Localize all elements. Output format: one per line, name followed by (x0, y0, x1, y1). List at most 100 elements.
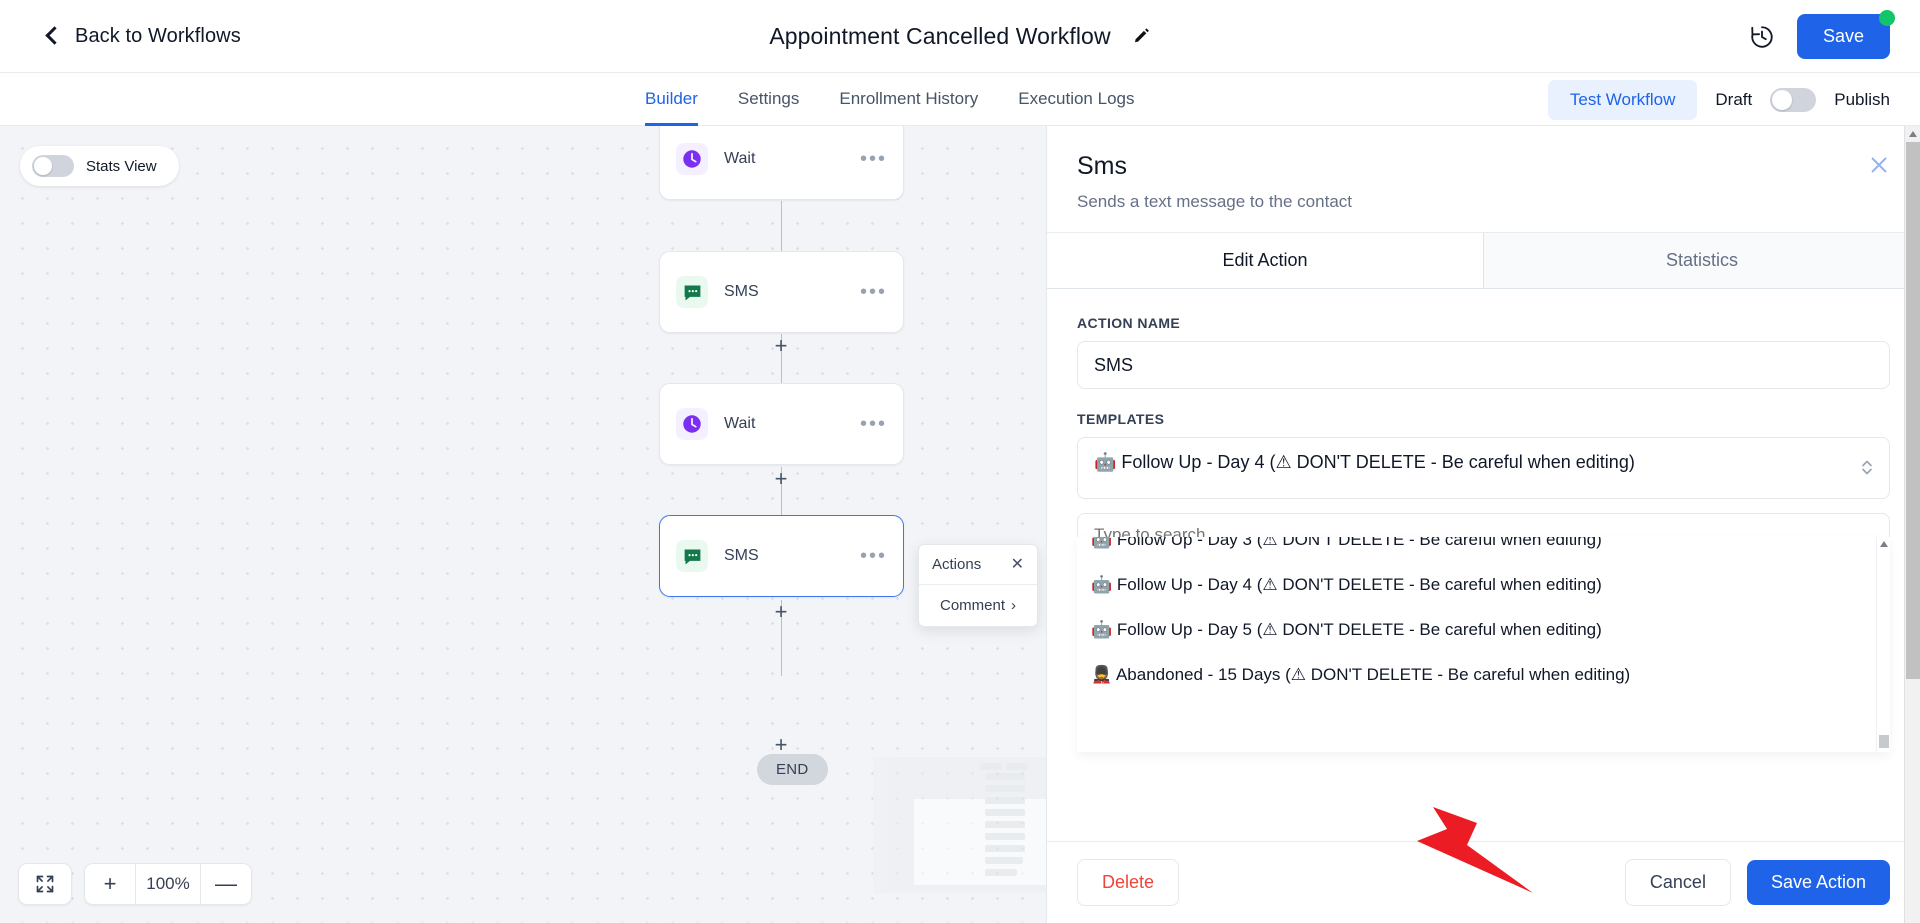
chevron-updown-icon (1861, 458, 1873, 479)
node-sms-1[interactable]: SMS ••• (659, 251, 904, 333)
template-option[interactable]: 🤖 Follow Up - Day 3 (⚠ DON'T DELETE - Be… (1091, 537, 1602, 549)
template-option[interactable]: 🤖 Follow Up - Day 5 (⚠ DON'T DELETE - Be… (1091, 619, 1602, 639)
tab-bar-actions: Test Workflow Draft Publish (1547, 73, 1890, 126)
node-label: Wait (724, 415, 756, 432)
skeleton-bar (985, 845, 1025, 852)
page-scroll-thumb[interactable] (1906, 142, 1920, 679)
template-option[interactable]: 🤖 Follow Up - Day 4 (⚠ DON'T DELETE - Be… (1091, 574, 1602, 594)
chevron-right-icon: › (1011, 597, 1017, 614)
chevron-left-icon (45, 26, 64, 45)
tab-edit-action[interactable]: Edit Action (1047, 233, 1483, 288)
close-icon[interactable] (1868, 154, 1890, 176)
test-workflow-button[interactable]: Test Workflow (1547, 79, 1698, 120)
add-step-button-3[interactable]: + (774, 599, 788, 624)
skeleton-bar (1006, 763, 1028, 770)
save-button[interactable]: Save (1796, 14, 1890, 59)
end-node: END (757, 754, 828, 785)
tab-enrollment-history[interactable]: Enrollment History (839, 89, 979, 108)
zoom-out-button[interactable]: — (201, 863, 251, 905)
fit-screen-icon[interactable] (19, 863, 71, 905)
tab-settings[interactable]: Settings (737, 89, 800, 108)
templates-label: TEMPLATES (1077, 411, 1165, 427)
stats-view-label: Stats View (86, 157, 157, 175)
history-clock-icon[interactable] (1749, 24, 1775, 50)
page-scrollbar[interactable] (1904, 126, 1920, 923)
stats-view-switch[interactable] (32, 155, 74, 177)
tab-builder[interactable]: Builder (645, 89, 698, 126)
dropdown-scroll-thumb[interactable] (1879, 735, 1889, 748)
draft-label: Draft (1715, 89, 1753, 109)
template-dropdown-list[interactable]: 🤖 Follow Up - Day 3 (⚠ DON'T DELETE - Be… (1077, 537, 1890, 752)
actions-popup: Actions ✕ Comment › (918, 544, 1038, 627)
template-option[interactable]: 💂 Abandoned - 15 Days (⚠ DON'T DELETE - … (1091, 664, 1631, 684)
actions-popup-item-comment[interactable]: Comment › (919, 585, 1037, 626)
divider (135, 863, 136, 905)
actions-popup-header: Actions ✕ (919, 545, 1037, 585)
node-wait-1[interactable]: Wait ••• (659, 126, 904, 200)
action-name-input[interactable] (1077, 341, 1890, 389)
skeleton-bar (985, 821, 1025, 828)
stats-view-switch-knob (34, 157, 52, 175)
skeleton-bar (985, 797, 1025, 804)
clock-icon (676, 143, 708, 175)
panel-subtitle: Sends a text message to the contact (1077, 192, 1352, 211)
zoom-in-button[interactable]: + (85, 863, 135, 905)
back-to-workflows-link[interactable]: Back to Workflows (45, 24, 241, 48)
node-menu-icon[interactable]: ••• (859, 413, 887, 435)
zoom-level-value: 100% (146, 874, 190, 893)
node-menu-icon[interactable]: ••• (859, 281, 887, 303)
publish-label: Publish (1834, 89, 1890, 109)
top-bar-actions: Save (1749, 0, 1895, 73)
comment-label: Comment (939, 597, 1006, 614)
message-bubble-icon (676, 276, 708, 308)
publish-toggle[interactable] (1770, 87, 1817, 112)
panel-title: Sms (1077, 152, 1127, 180)
tab-execution-logs[interactable]: Execution Logs (1018, 89, 1135, 108)
add-step-button-2[interactable]: + (774, 466, 788, 491)
connector-4 (781, 600, 782, 676)
template-select[interactable]: 🤖 Follow Up - Day 4 (⚠ DON'T DELETE - Be… (1077, 437, 1890, 499)
scroll-up-arrow-icon[interactable] (1880, 541, 1888, 547)
save-button-wrapper: Save (1796, 10, 1895, 59)
actions-popup-title: Actions (932, 556, 982, 573)
node-sms-2-selected[interactable]: SMS ••• (659, 515, 904, 597)
delete-button[interactable]: Delete (1077, 859, 1180, 906)
skeleton-bar (985, 809, 1025, 816)
loading-skeleton-placeholder (873, 757, 1046, 893)
skeleton-bar (985, 773, 1025, 780)
panel-footer: Delete Cancel Save Action (1047, 841, 1920, 923)
tab-list: Builder Settings Enrollment History Exec… (645, 73, 1920, 126)
node-menu-icon[interactable]: ••• (859, 545, 887, 567)
panel-body: ACTION NAME TEMPLATES 🤖 Follow Up - Day … (1047, 289, 1920, 913)
message-bubble-icon (676, 540, 708, 572)
connector-1 (781, 201, 782, 284)
tab-bar: Builder Settings Enrollment History Exec… (0, 73, 1920, 126)
divider (200, 863, 201, 905)
stats-view-toggle[interactable]: Stats View (20, 146, 179, 186)
add-step-button-4[interactable]: + (774, 732, 788, 757)
node-menu-icon[interactable]: ••• (859, 148, 887, 170)
dropdown-scrollbar[interactable] (1876, 537, 1890, 752)
connector-2 (781, 334, 782, 418)
cancel-button[interactable]: Cancel (1624, 859, 1731, 906)
template-dropdown-items: 🤖 Follow Up - Day 3 (⚠ DON'T DELETE - Be… (1077, 537, 1876, 698)
fit-to-screen-box (18, 863, 72, 905)
workflow-title-group: Appointment Cancelled Workflow (0, 0, 1920, 73)
close-icon[interactable]: ✕ (1010, 555, 1024, 573)
pencil-icon[interactable] (1133, 27, 1151, 46)
save-action-button[interactable]: Save Action (1746, 860, 1890, 905)
workflow-canvas[interactable]: Stats View Wait ••• + SMS ••• + (0, 126, 1046, 923)
template-select-value: 🤖 Follow Up - Day 4 (⚠ DON'T DELETE - Be… (1094, 452, 1635, 472)
skeleton-bar (980, 763, 1002, 770)
connector-3 (781, 467, 782, 551)
node-wait-2[interactable]: Wait ••• (659, 383, 904, 465)
node-label: SMS (724, 283, 759, 300)
skeleton-card (914, 799, 1046, 885)
scroll-up-arrow-icon[interactable] (1909, 131, 1917, 137)
add-step-button-1[interactable]: + (774, 333, 788, 358)
back-to-workflows-label: Back to Workflows (75, 24, 241, 47)
clock-icon (676, 408, 708, 440)
tab-statistics[interactable]: Statistics (1483, 233, 1920, 288)
action-name-label: ACTION NAME (1077, 315, 1181, 331)
